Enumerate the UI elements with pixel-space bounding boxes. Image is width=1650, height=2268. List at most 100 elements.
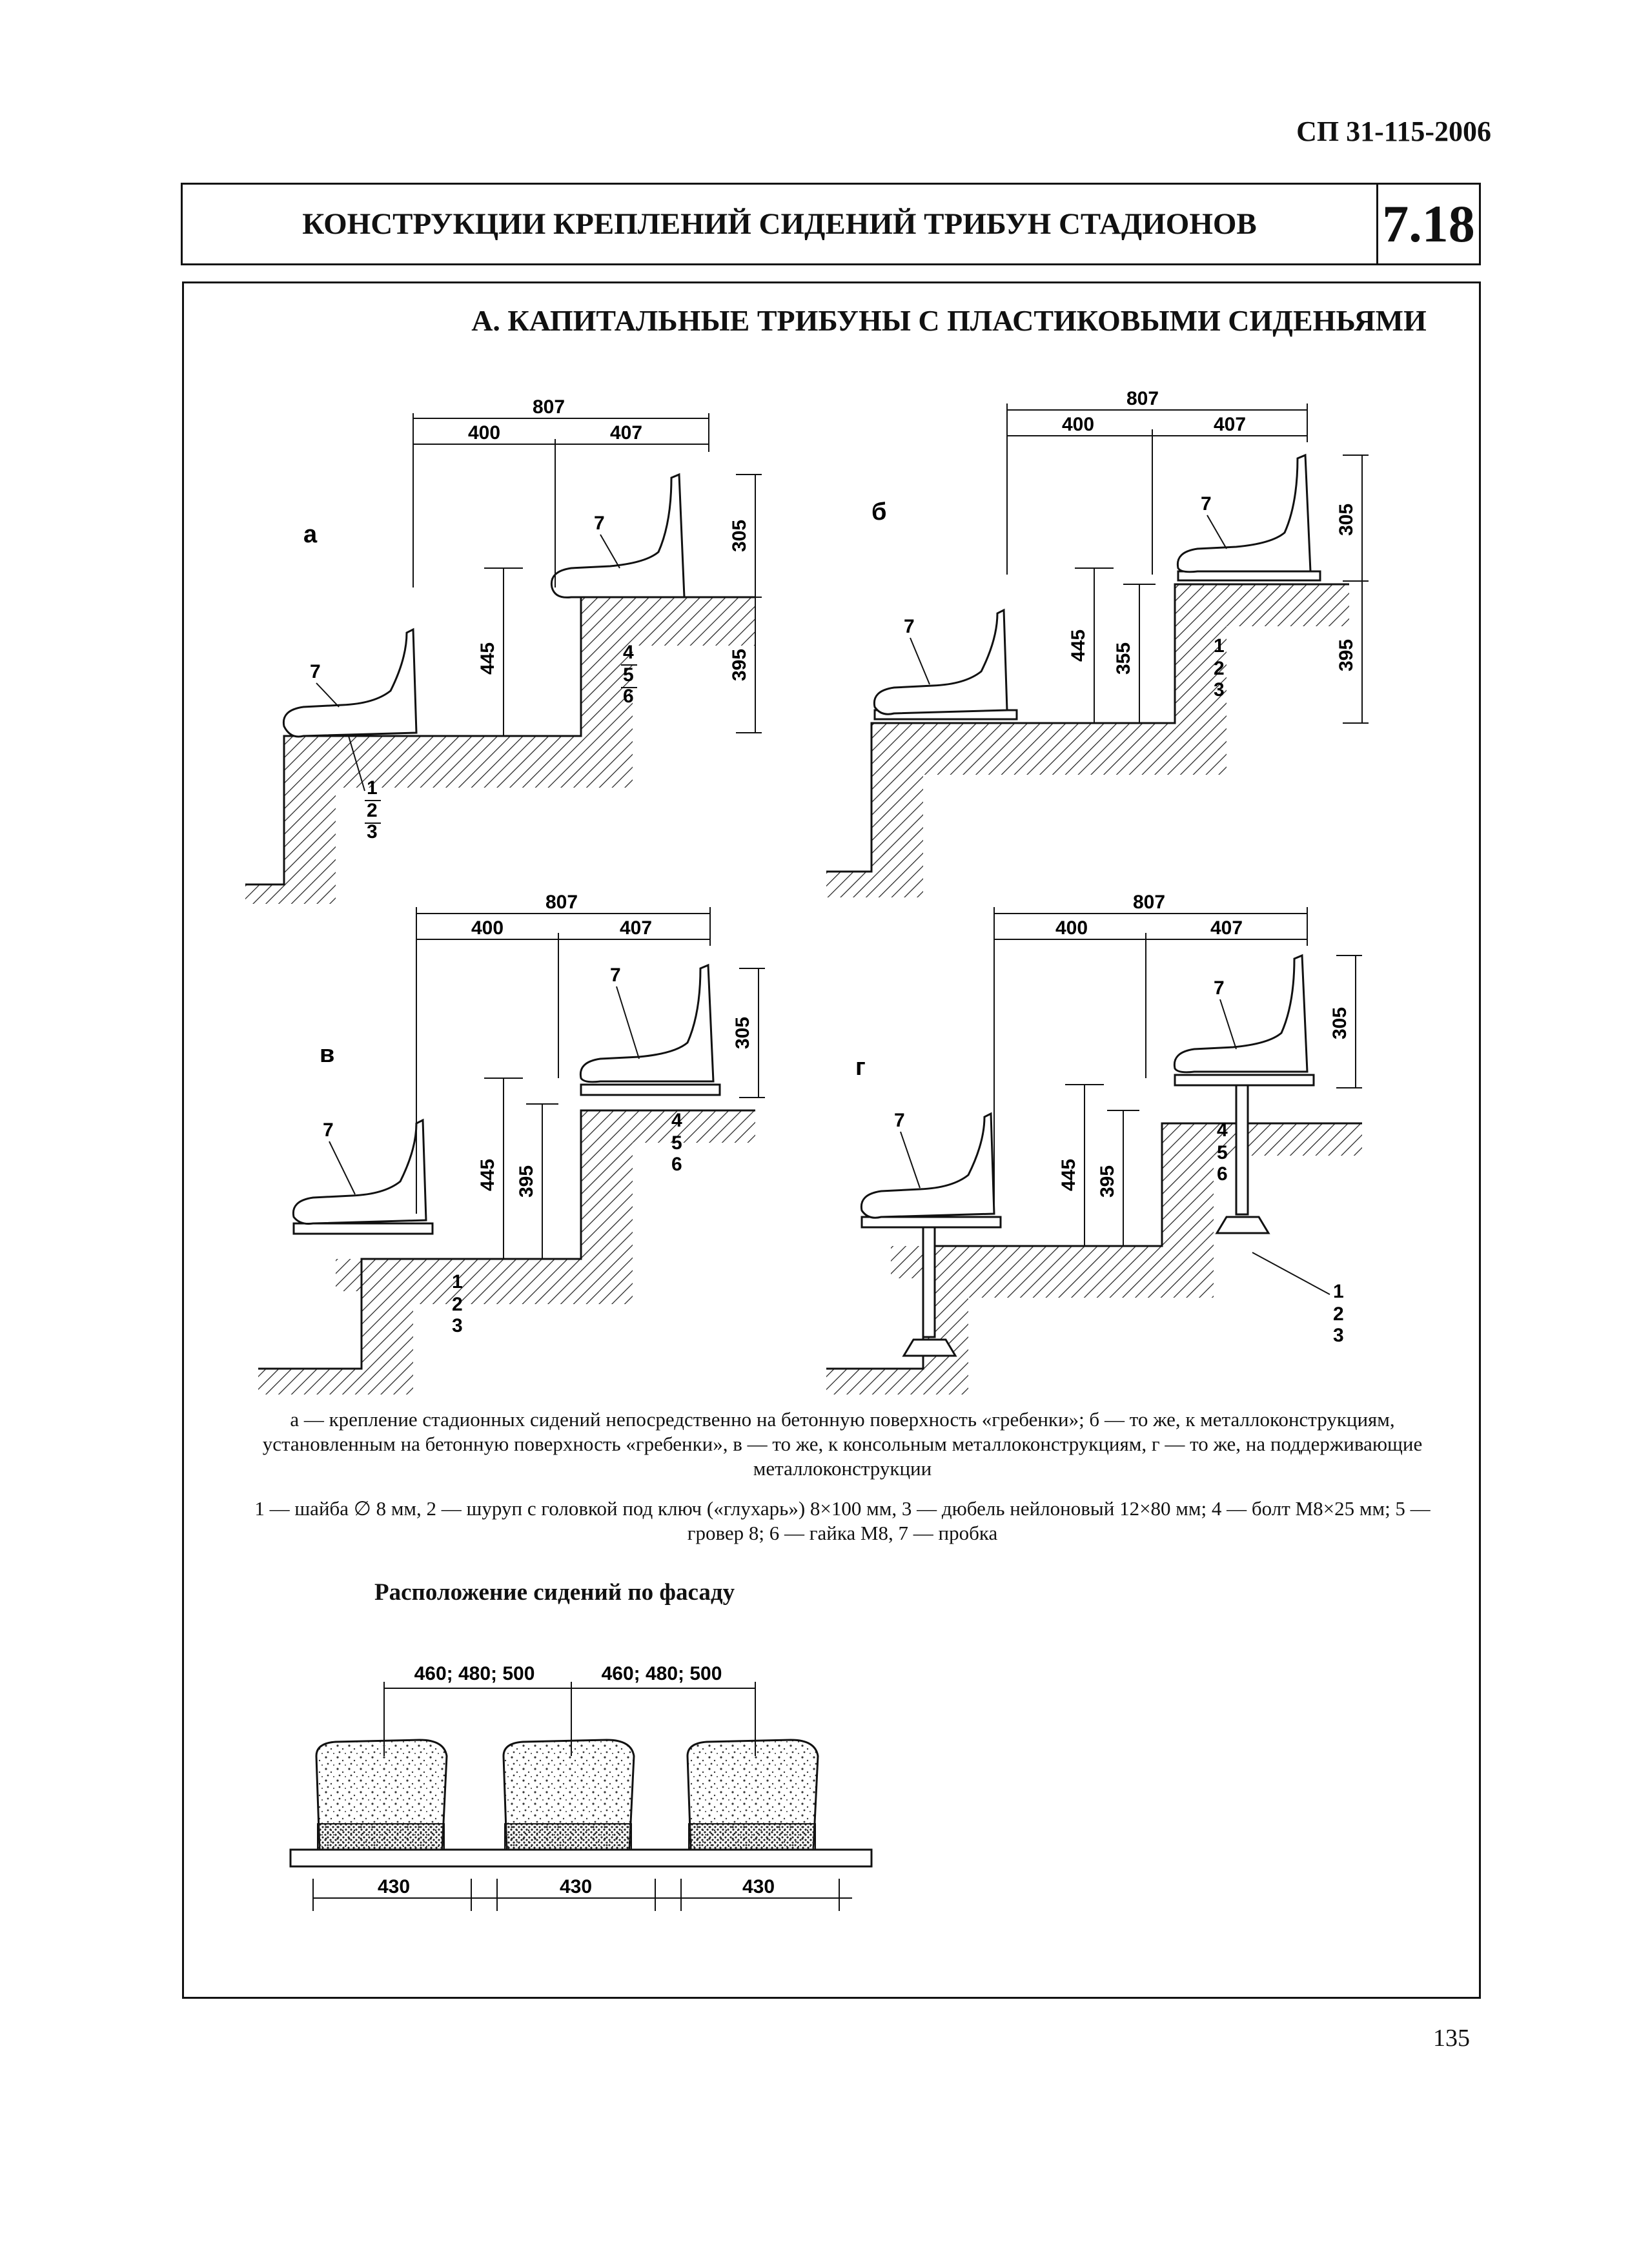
support-post	[922, 1226, 936, 1338]
dim-inner-height: 355	[1113, 642, 1134, 675]
seat-upper	[1176, 453, 1312, 573]
dim-step-height: 395	[516, 1165, 537, 1198]
dim-right: 407	[1214, 414, 1246, 435]
callout-6: 6	[623, 686, 634, 707]
dim-seat-height: 445	[477, 1159, 498, 1191]
callout-7: 7	[904, 616, 915, 637]
callout-7: 7	[610, 965, 621, 986]
callout-7: 7	[1201, 493, 1212, 515]
seat-facade	[686, 1739, 819, 1851]
figure-v: 807 400 407 305 445 395 в 7 7 4 5 6 1 2 …	[258, 892, 765, 1395]
document-title: КОНСТРУКЦИИ КРЕПЛЕНИЙ СИДЕНИЙ ТРИБУН СТА…	[183, 185, 1378, 263]
dim-overall: 807	[533, 396, 565, 418]
document-code: СП 31-115-2006	[1296, 116, 1491, 147]
technical-drawings: 807 400 407 305 395 445 а 7 7 1 2 3 4 5 …	[245, 388, 1369, 1395]
callout-1: 1	[452, 1271, 463, 1292]
callout-4: 4	[1217, 1119, 1228, 1141]
dim-overall: 807	[1126, 388, 1159, 409]
callout-1: 1	[1333, 1281, 1344, 1302]
support-base	[902, 1338, 957, 1357]
dim-right: 407	[610, 422, 642, 444]
callout-6: 6	[671, 1154, 682, 1175]
seat-width-label: 430	[378, 1876, 410, 1897]
concrete-steps	[826, 584, 1349, 897]
callout-7: 7	[1214, 977, 1225, 999]
callout-4: 4	[623, 642, 634, 663]
dim-overall: 807	[1133, 892, 1165, 913]
support-base	[1215, 1216, 1270, 1234]
seat-width-label: 430	[560, 1876, 592, 1897]
seat-lower	[873, 608, 1008, 715]
main-frame	[182, 281, 1481, 1999]
concrete-steps	[826, 1123, 1362, 1395]
callout-1: 1	[367, 777, 378, 799]
dim-left: 400	[1055, 917, 1088, 939]
callout-3: 3	[1333, 1325, 1344, 1346]
step-outline	[826, 583, 1349, 873]
figure-label: а	[303, 521, 318, 548]
facade-drawing: 460; 480; 500 460; 480; 500 430 430 430	[289, 1663, 873, 1911]
dim-back-height: 305	[732, 1017, 753, 1049]
dim-seat-height: 445	[477, 642, 498, 675]
facade-title: Расположение сидений по фасаду	[374, 1579, 735, 1606]
figure-label: г	[855, 1054, 866, 1081]
dim-left: 400	[468, 422, 500, 444]
dim-overall: 807	[545, 892, 578, 913]
callout-5: 5	[623, 664, 634, 686]
callout-5: 5	[671, 1132, 682, 1154]
seat-lower	[292, 1118, 427, 1225]
dim-left: 400	[471, 917, 504, 939]
figure-label: б	[871, 498, 886, 526]
support-frame	[861, 1216, 1002, 1229]
callout-5: 5	[1217, 1142, 1228, 1163]
sheet-number: 7.18	[1382, 194, 1475, 253]
callout-7: 7	[894, 1110, 905, 1131]
seat-upper	[579, 963, 715, 1083]
dim-right: 407	[620, 917, 652, 939]
console-frame	[580, 1083, 721, 1096]
figure-b: 807 400 407 305 395 445 355 б 7 7 1 2 3	[826, 388, 1369, 897]
dim-step-height: 395	[1336, 639, 1357, 671]
callout-3: 3	[367, 821, 378, 843]
callout-1: 1	[1214, 635, 1225, 657]
callout-7: 7	[323, 1119, 334, 1141]
seat-width-label: 430	[742, 1876, 775, 1897]
callout-2: 2	[367, 800, 378, 821]
step-outline	[258, 1109, 755, 1370]
seat-facade	[315, 1739, 448, 1851]
callout-3: 3	[1214, 679, 1225, 700]
callout-6: 6	[1217, 1163, 1228, 1185]
spacing-label: 460; 480; 500	[602, 1663, 722, 1684]
mounting-beam	[289, 1848, 873, 1868]
dim-right: 407	[1210, 917, 1243, 939]
callout-4: 4	[671, 1110, 682, 1131]
page-number: 135	[1433, 2025, 1470, 2052]
spacing-label: 460; 480; 500	[414, 1663, 535, 1684]
support-post	[1235, 1084, 1249, 1216]
figure-label: в	[320, 1041, 334, 1068]
callout-2: 2	[1333, 1303, 1344, 1325]
figure-g: 807 400 407 305 445 395 г 7 7 4 5 6 1 2 …	[826, 892, 1362, 1395]
dim-back-height: 305	[729, 520, 750, 552]
dim-seat-height: 445	[1058, 1159, 1079, 1191]
dim-back-height: 305	[1329, 1007, 1350, 1039]
caption-parts: 1 — шайба ∅ 8 мм, 2 — шуруп с головкой п…	[254, 1497, 1431, 1544]
dim-back-height: 305	[1336, 504, 1357, 536]
console-frame	[292, 1222, 434, 1235]
dim-step-height: 395	[1097, 1165, 1118, 1198]
seat-upper	[550, 473, 686, 598]
callout-7: 7	[310, 661, 321, 682]
dim-left: 400	[1062, 414, 1094, 435]
caption-variants: а — крепление стадионных сидений непосре…	[262, 1408, 1423, 1480]
callout-3: 3	[452, 1315, 463, 1336]
support-frame	[1174, 1074, 1315, 1087]
dim-step-height: 395	[729, 649, 750, 681]
seat-facade	[502, 1739, 635, 1851]
metal-frame	[1177, 570, 1321, 582]
seat-lower	[282, 628, 418, 738]
section-title: А. КАПИТАЛЬНЫЕ ТРИБУНЫ С ПЛАСТИКОВЫМИ СИ…	[471, 304, 1427, 337]
seat-upper	[1173, 954, 1309, 1074]
callout-2: 2	[452, 1294, 463, 1315]
seat-lower	[860, 1112, 995, 1219]
step-outline	[826, 1122, 1362, 1370]
